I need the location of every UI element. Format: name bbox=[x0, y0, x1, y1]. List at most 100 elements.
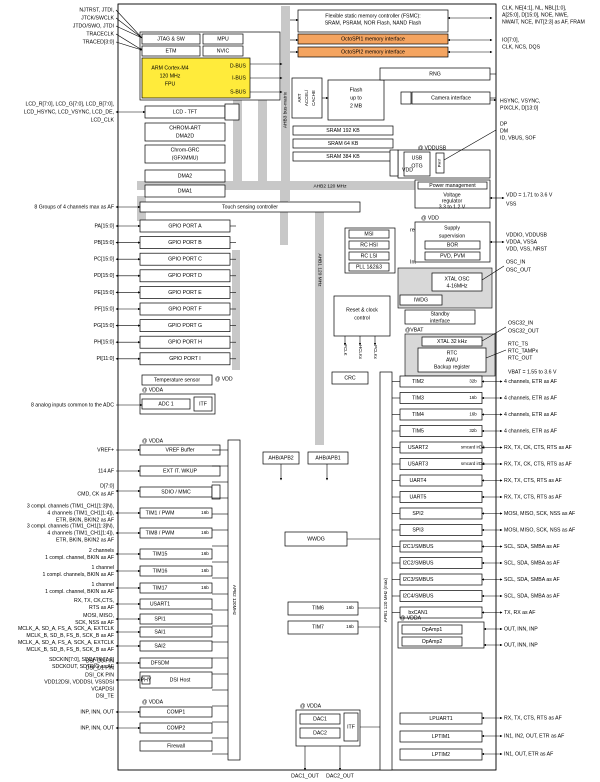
comp2-pins: INP, INN, OUT bbox=[80, 725, 114, 731]
opamp2-block-label: OpAmp2 bbox=[422, 639, 443, 645]
tim17-label: TIM17 bbox=[153, 585, 168, 591]
usart1-label: USART1 bbox=[150, 601, 170, 607]
connector-line bbox=[485, 349, 507, 359]
tim1-bits: 16b bbox=[201, 510, 209, 515]
supply-label-2: supervision bbox=[439, 233, 465, 239]
pvd-block-label: PVD, PVM bbox=[440, 253, 465, 259]
rcc-block bbox=[333, 295, 391, 337]
usb-dm-pin: DM bbox=[500, 128, 508, 134]
usart2-bits: smcard irDA bbox=[461, 445, 485, 450]
sram1-block-label: SRAM 192 KB bbox=[326, 128, 360, 134]
dfsdm-pins-2: SDCKOUT, SDTRIG as AF bbox=[52, 664, 114, 670]
hclkx-label: HCLKx bbox=[358, 345, 363, 360]
flash-label-1: Flash bbox=[350, 87, 363, 93]
supply-pins-3: VDD, VSS, NRST bbox=[506, 246, 548, 252]
tim8-label: TIM8 / PWM bbox=[146, 530, 175, 536]
flash-label-2: up to bbox=[350, 95, 362, 101]
firewall-block-label: Firewall bbox=[167, 743, 185, 749]
octospi-pins-1: IO[7:0], bbox=[502, 37, 519, 43]
jtag-sw-block-label: JTAG & SW bbox=[157, 36, 185, 42]
connector-line bbox=[115, 9, 143, 39]
usart2-label: USART2 bbox=[408, 445, 428, 451]
dma2d-label: DMA2D bbox=[176, 133, 194, 139]
sai1-pins-1: MCLK_A, SD_A, FS_A, SCK_A, EXTCLK bbox=[18, 626, 115, 632]
temperature-sensor-block bbox=[141, 374, 213, 386]
gpio-pins-h: PH[15:0] bbox=[94, 340, 115, 346]
connector-line bbox=[115, 17, 143, 39]
jtag-pin-2: JTCK/SWCLK bbox=[81, 15, 114, 21]
sram2-block bbox=[292, 138, 394, 149]
backup-label: Backup register bbox=[434, 364, 470, 370]
sram2-block-label: SRAM 64 KB bbox=[328, 141, 359, 147]
dsi1-pin: DSI_D0 P/N bbox=[86, 658, 115, 664]
wwdg-block-label: WWDG bbox=[307, 536, 325, 542]
flash-block bbox=[327, 79, 385, 121]
tim8-pins-2: 4 channels (TIM1_CH1[1:4]), bbox=[47, 530, 114, 536]
osc32-out-pin: OSC32_OUT bbox=[508, 328, 540, 334]
sai2-block bbox=[139, 640, 213, 652]
gpio-pins-g: PG[15:0] bbox=[94, 323, 115, 329]
pm-vdd-label: VDD bbox=[402, 167, 413, 173]
usb-phy-label: PHY bbox=[437, 158, 442, 167]
cpu-fpu: FPU bbox=[165, 81, 176, 87]
rng-block-label: RNG bbox=[429, 71, 441, 77]
apb1-bus bbox=[379, 371, 393, 771]
art-accel-block bbox=[291, 77, 323, 119]
dsi4-pin: VDD12DSI, VDDDSI, VSSDSI bbox=[44, 679, 114, 685]
trace-clk-pin: TRACECLK bbox=[86, 31, 114, 37]
camera-label: Camera interface bbox=[431, 95, 471, 101]
tim6-bits: 16b bbox=[346, 605, 354, 610]
etm-block bbox=[141, 45, 201, 57]
fsmc-pins-3: NWAIT, NCE, INT[2:3] as AF, FRAM bbox=[502, 19, 585, 25]
sdmmc-fifo bbox=[211, 484, 221, 500]
ahb-apb2-bridge-label: AHB/APB2 bbox=[268, 455, 293, 461]
connector-line bbox=[115, 25, 143, 39]
gpio-pins-d: PD[15:0] bbox=[94, 273, 115, 279]
tim3-label: TIM3 bbox=[412, 395, 424, 401]
bxcan1-label: bxCAN1 bbox=[408, 610, 427, 616]
lcd-tft-block-label: LCD - TFT bbox=[173, 109, 198, 115]
octospi-pins-2: CLK, NCS, DQS bbox=[502, 44, 541, 50]
octospi2-block-label: OctoSPI2 memory interface bbox=[341, 49, 405, 55]
lsi-block-label: RC LSI bbox=[361, 253, 378, 259]
dsi-phy-block-label: PHY bbox=[141, 677, 152, 683]
gpio-port-b-label: GPIO PORT B bbox=[168, 240, 202, 246]
chrom-grc-label: Chrom-GRC bbox=[171, 147, 200, 153]
comp1-block-label: COMP1 bbox=[167, 709, 186, 715]
connector-line bbox=[481, 326, 507, 342]
uart5-label: UART5 bbox=[410, 494, 427, 500]
sram1-block bbox=[292, 125, 394, 136]
xtal-label-2: 4-16MHz bbox=[446, 283, 467, 289]
msi-block-label: MSI bbox=[364, 231, 373, 237]
ahb2-label: AHB2 120 MHz bbox=[313, 183, 347, 189]
gpio-port-h-label: GPIO PORT H bbox=[168, 340, 202, 346]
tim6-block bbox=[287, 601, 359, 616]
dac-vdda-label: @ VDDA bbox=[300, 703, 322, 709]
gpio-pins-f: PF[15:0] bbox=[94, 306, 114, 312]
tim4-label: TIM4 bbox=[412, 412, 424, 418]
tim15-pins-2: 1 compl. channel, BKIN as AF bbox=[45, 555, 114, 561]
ahb-link bbox=[280, 190, 288, 245]
msi-block bbox=[348, 229, 390, 239]
tim17-pins-2: 1 compl. channel, BKIN as AF bbox=[45, 589, 114, 595]
nvic-block bbox=[202, 45, 244, 57]
adc-itf-block bbox=[193, 396, 213, 412]
tim1-pins-2: 4 channels (TIM1_CH1[1:4]), bbox=[47, 510, 114, 516]
pclkx-label: PCLKx bbox=[373, 345, 378, 359]
tim2-bits: 32b bbox=[469, 379, 477, 384]
gfxmmu-label: (GFXMMU) bbox=[172, 155, 199, 161]
lcd-pins-2: LCD_HSYNC, LCD_VSYNC, LCD_DE, bbox=[24, 109, 114, 115]
jtag-sw-block bbox=[141, 33, 201, 45]
tim3-bits: 16b bbox=[469, 395, 477, 400]
dfsdm-pins-1: SDCKIN[7:0], SDDATIN[7:0] bbox=[49, 657, 115, 663]
rtc-ts-pin: RTC_TS bbox=[508, 341, 529, 347]
xtal32-block-label: XTAL 32 kHz bbox=[437, 339, 467, 345]
rtc-out-pin: RTC_OUT bbox=[508, 355, 533, 361]
usart1-pins-2: RTS as AF bbox=[89, 605, 114, 611]
hsi-block bbox=[348, 240, 390, 250]
dac-itf-block-label: ITF bbox=[347, 724, 355, 730]
chrom-art-block bbox=[144, 122, 226, 142]
dac2-block bbox=[299, 727, 341, 739]
sdio-d-pins: D[7:0] bbox=[100, 483, 114, 489]
touch-sensing-block-label: Touch sensing controller bbox=[222, 204, 278, 210]
